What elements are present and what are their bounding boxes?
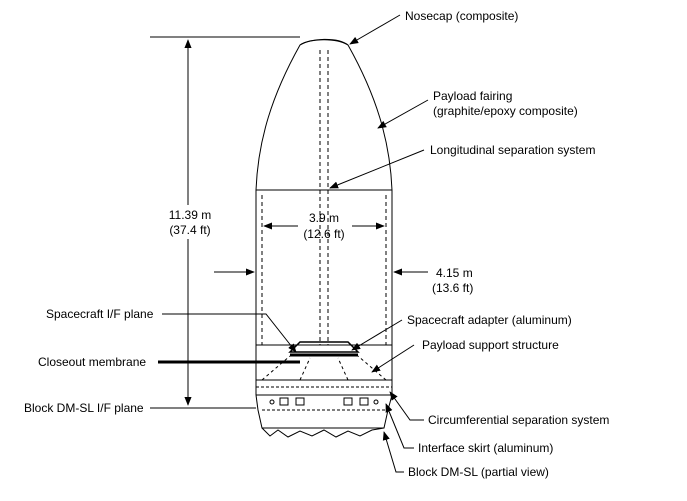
block-dmsl-break — [261, 427, 385, 438]
block-if-label: Block DM-SL I/F plane — [24, 401, 144, 415]
interface-skirt-label: Interface skirt (aluminum) — [418, 441, 553, 455]
circumferential-label: Circumferential separation system — [428, 413, 609, 427]
outer-dia-ft-label: (13.6 ft) — [432, 281, 473, 295]
nosecap-leader — [349, 14, 401, 45]
nosecap-label: Nosecap (composite) — [405, 9, 518, 23]
spacecraft-adapter-label: Spacecraft adapter (aluminum) — [407, 313, 572, 327]
outer-dia-m-label: 4.15 m — [436, 266, 473, 280]
longitudinal-label: Longitudinal separation system — [430, 143, 595, 157]
height-ft-label: (37.4 ft) — [169, 223, 210, 237]
spacecraft-adapter — [288, 341, 360, 353]
spacecraft-if-leader — [162, 313, 297, 353]
circumferential-leader — [389, 391, 424, 421]
fairing-outline-left — [255, 38, 393, 191]
payload-support-label: Payload support structure — [422, 338, 559, 352]
fairing-label-line2: (graphite/epoxy composite) — [433, 104, 578, 118]
fairing-leader — [377, 99, 429, 129]
block-leader — [382, 431, 404, 473]
support-leader — [371, 344, 415, 373]
block-dmsl-label: Block DM-SL (partial view) — [408, 465, 549, 479]
skirt-leader — [385, 403, 414, 449]
fairing-label-line1: Payload fairing — [433, 89, 512, 103]
longitudinal-leader — [329, 149, 425, 189]
spacecraft-if-label: Spacecraft I/F plane — [46, 307, 154, 321]
height-m-label: 11.39 m — [169, 208, 211, 222]
interface-skirt — [255, 394, 393, 429]
closeout-label: Closeout membrane — [38, 355, 146, 369]
nosecap-cap — [299, 39, 349, 46]
inner-dia-m-label: 3.9 m — [309, 211, 339, 225]
inner-dia-ft-label: (12.6 ft) — [303, 227, 344, 241]
adapter-leader — [351, 319, 403, 351]
